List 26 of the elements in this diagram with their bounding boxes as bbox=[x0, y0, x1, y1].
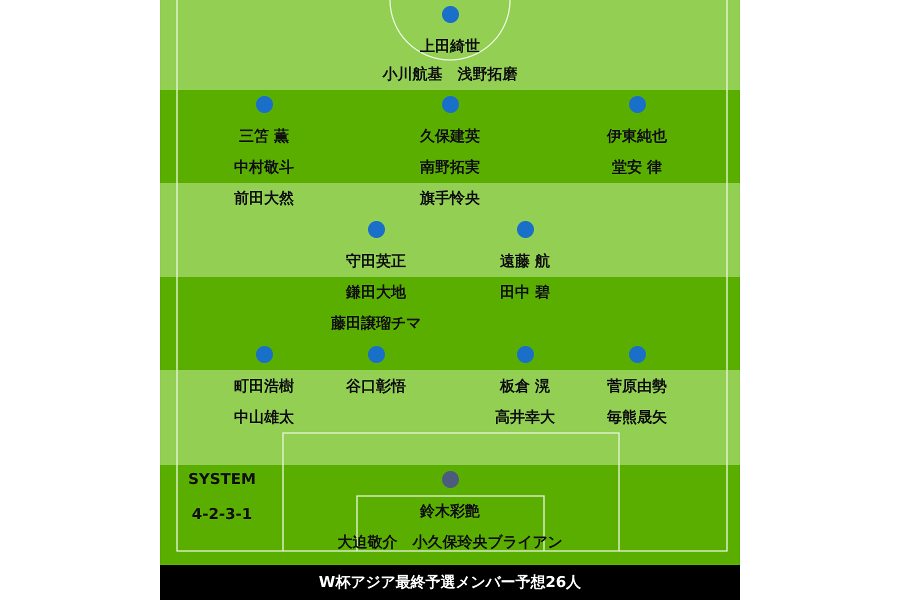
player-name: 中村敬斗 bbox=[234, 158, 294, 176]
player-name: 南野拓実 bbox=[420, 158, 480, 176]
caption-bar: W杯アジア最終予選メンバー予想26人 bbox=[160, 565, 740, 600]
player-name: 三笘 薫 bbox=[238, 127, 290, 145]
player-name: 旗手怜央 bbox=[420, 189, 480, 207]
player-name: 藤田譲瑠チマ bbox=[331, 314, 421, 332]
player-name: 町田浩樹 bbox=[234, 377, 294, 395]
player-name: 菅原由勢 bbox=[607, 377, 667, 395]
player-name: 前田大然 bbox=[234, 189, 294, 207]
player-name: 小川航基 浅野拓磨 bbox=[382, 65, 518, 83]
system-heading: SYSTEM bbox=[188, 470, 256, 488]
player-name: 中山雄太 bbox=[234, 408, 294, 426]
player-name: 毎熊晟矢 bbox=[607, 408, 667, 426]
player-name: 板倉 滉 bbox=[500, 377, 550, 395]
player-name: 守田英正 bbox=[346, 252, 406, 270]
formation-label: 4-2-3-1 bbox=[192, 505, 252, 523]
player-name: 上田綺世 bbox=[420, 37, 480, 55]
player-name: 遠藤 航 bbox=[500, 252, 550, 270]
player-name: 高井幸大 bbox=[495, 408, 555, 426]
player-name: 伊東純也 bbox=[607, 127, 667, 145]
player-name: 谷口彰悟 bbox=[346, 377, 406, 395]
player-name: 鎌田大地 bbox=[346, 283, 406, 301]
player-name: 久保建英 bbox=[420, 127, 480, 145]
player-name: 田中 碧 bbox=[500, 283, 550, 301]
player-name: 堂安 律 bbox=[612, 158, 662, 176]
player-name: 鈴木彩艶 bbox=[420, 502, 480, 520]
